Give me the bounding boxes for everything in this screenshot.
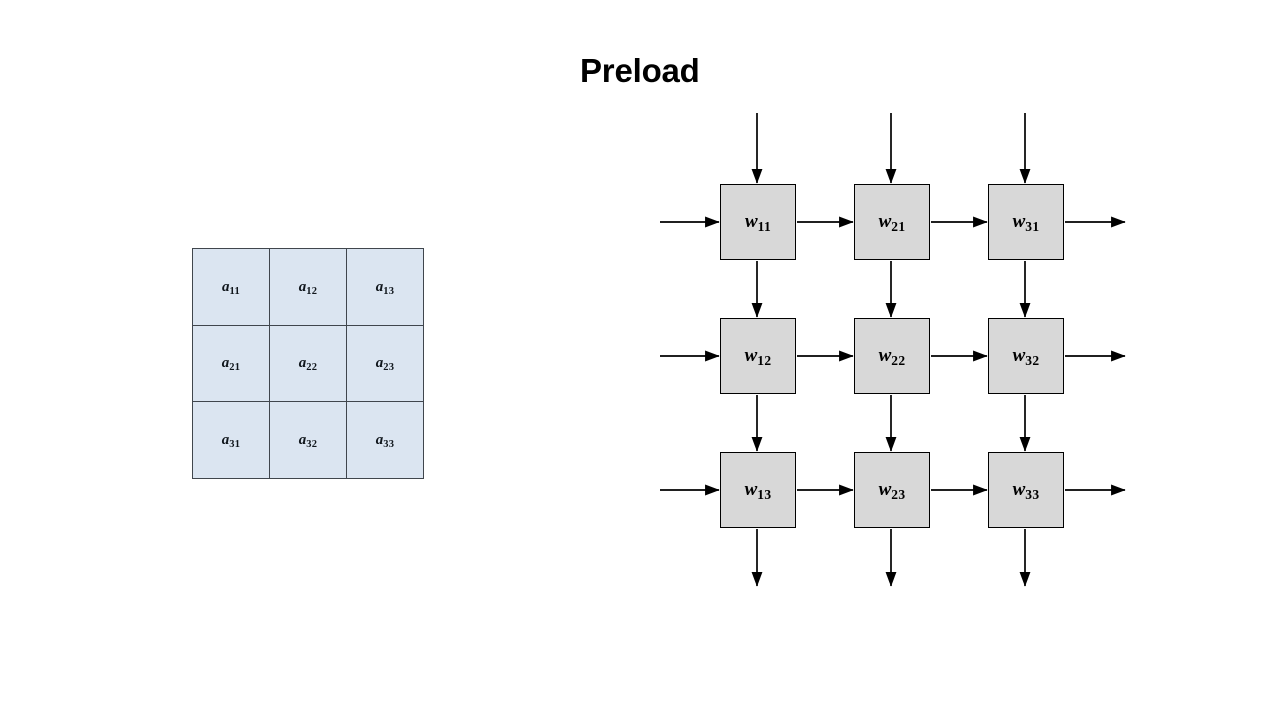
- matrix-cell-a21: a21: [192, 324, 270, 403]
- pe-cell-w31[interactable]: w31: [988, 184, 1064, 260]
- matrix-cell-a11: a11: [192, 248, 270, 326]
- page-title: Preload: [580, 52, 700, 89]
- matrix-cell-subscript: 32: [306, 438, 318, 450]
- pe-cell-label: w22: [878, 345, 906, 368]
- pe-cell-subscript: 31: [1025, 219, 1040, 234]
- matrix-cell-base: a: [221, 355, 230, 372]
- matrix-cell-base: a: [298, 431, 307, 448]
- pe-cell-label: w12: [744, 345, 772, 368]
- matrix-cell-a22: a22: [269, 324, 347, 403]
- table-row: a11 a12 a13: [192, 248, 424, 326]
- pe-cell-base: w: [744, 211, 758, 232]
- pe-cell-subscript: 33: [1025, 487, 1040, 502]
- matrix-cell-label: a31: [221, 431, 241, 450]
- pe-cell-w11[interactable]: w11: [720, 184, 796, 260]
- pe-cell-base: w: [1012, 479, 1026, 500]
- matrix-cell-a32: a32: [269, 401, 347, 479]
- matrix-cell-subscript: 11: [229, 285, 241, 297]
- pe-cell-w33[interactable]: w33: [988, 452, 1064, 528]
- matrix-cell-base: a: [298, 355, 307, 372]
- pe-cell-base: w: [878, 479, 892, 500]
- pe-cell-subscript: 12: [757, 353, 772, 368]
- matrix-cell-subscript: 31: [229, 438, 241, 450]
- matrix-cell-base: a: [375, 278, 384, 295]
- matrix-cell-label: a23: [375, 355, 395, 374]
- table-row: a21 a22 a23: [192, 324, 424, 403]
- pe-cell-base: w: [878, 211, 892, 232]
- pe-cell-subscript: 32: [1025, 353, 1040, 368]
- pe-cell-label: w33: [1012, 479, 1040, 502]
- activation-matrix: a11 a12 a13 a21 a22 a23 a31: [192, 248, 424, 479]
- pe-cell-label: w32: [1012, 345, 1040, 368]
- matrix-cell-subscript: 12: [306, 285, 318, 297]
- matrix-cell-base: a: [375, 355, 384, 372]
- matrix-cell-a23: a23: [346, 324, 424, 403]
- pe-cell-w13[interactable]: w13: [720, 452, 796, 528]
- matrix-cell-label: a13: [375, 278, 395, 297]
- matrix-cell-base: a: [221, 431, 230, 448]
- matrix-cell-subscript: 23: [383, 362, 395, 374]
- matrix-cell-subscript: 21: [229, 362, 241, 374]
- pe-cell-w22[interactable]: w22: [854, 318, 930, 394]
- pe-cell-label: w21: [878, 211, 906, 234]
- pe-cell-base: w: [878, 345, 892, 366]
- pe-cell-subscript: 21: [891, 219, 906, 234]
- matrix-cell-subscript: 22: [306, 362, 318, 374]
- matrix-cell-a33: a33: [346, 401, 424, 479]
- matrix-cell-base: a: [298, 278, 307, 295]
- matrix-cell-a12: a12: [269, 248, 347, 326]
- matrix-cell-a13: a13: [346, 248, 424, 326]
- pe-cell-base: w: [1012, 345, 1026, 366]
- pe-cell-base: w: [744, 345, 758, 366]
- pe-cell-subscript: 23: [891, 487, 906, 502]
- pe-cell-label: w31: [1012, 211, 1040, 234]
- matrix-cell-label: a12: [298, 278, 318, 297]
- matrix-cell-base: a: [221, 278, 230, 295]
- matrix-cell-base: a: [375, 431, 384, 448]
- pe-cell-w12[interactable]: w12: [720, 318, 796, 394]
- pe-cell-label: w13: [744, 479, 772, 502]
- pe-cell-label: w23: [878, 479, 906, 502]
- matrix-cell-label: a11: [221, 278, 241, 297]
- pe-cell-w21[interactable]: w21: [854, 184, 930, 260]
- pe-cell-base: w: [1012, 211, 1026, 232]
- pe-cell-w32[interactable]: w32: [988, 318, 1064, 394]
- matrix-cell-subscript: 33: [383, 438, 395, 450]
- pe-cell-label: w11: [744, 211, 772, 234]
- pe-cell-w23[interactable]: w23: [854, 452, 930, 528]
- matrix-cell-label: a22: [298, 355, 318, 374]
- table-row: a31 a32 a33: [192, 401, 424, 479]
- matrix-cell-subscript: 13: [383, 285, 395, 297]
- pe-cell-base: w: [744, 479, 758, 500]
- matrix-cell-label: a33: [375, 431, 395, 450]
- matrix-cell-label: a32: [298, 431, 318, 450]
- matrix-cell-a31: a31: [192, 401, 270, 479]
- pe-cell-subscript: 22: [891, 353, 906, 368]
- pe-cell-subscript: 13: [757, 487, 772, 502]
- pe-cell-subscript: 11: [757, 219, 772, 234]
- matrix-cell-label: a21: [221, 355, 241, 374]
